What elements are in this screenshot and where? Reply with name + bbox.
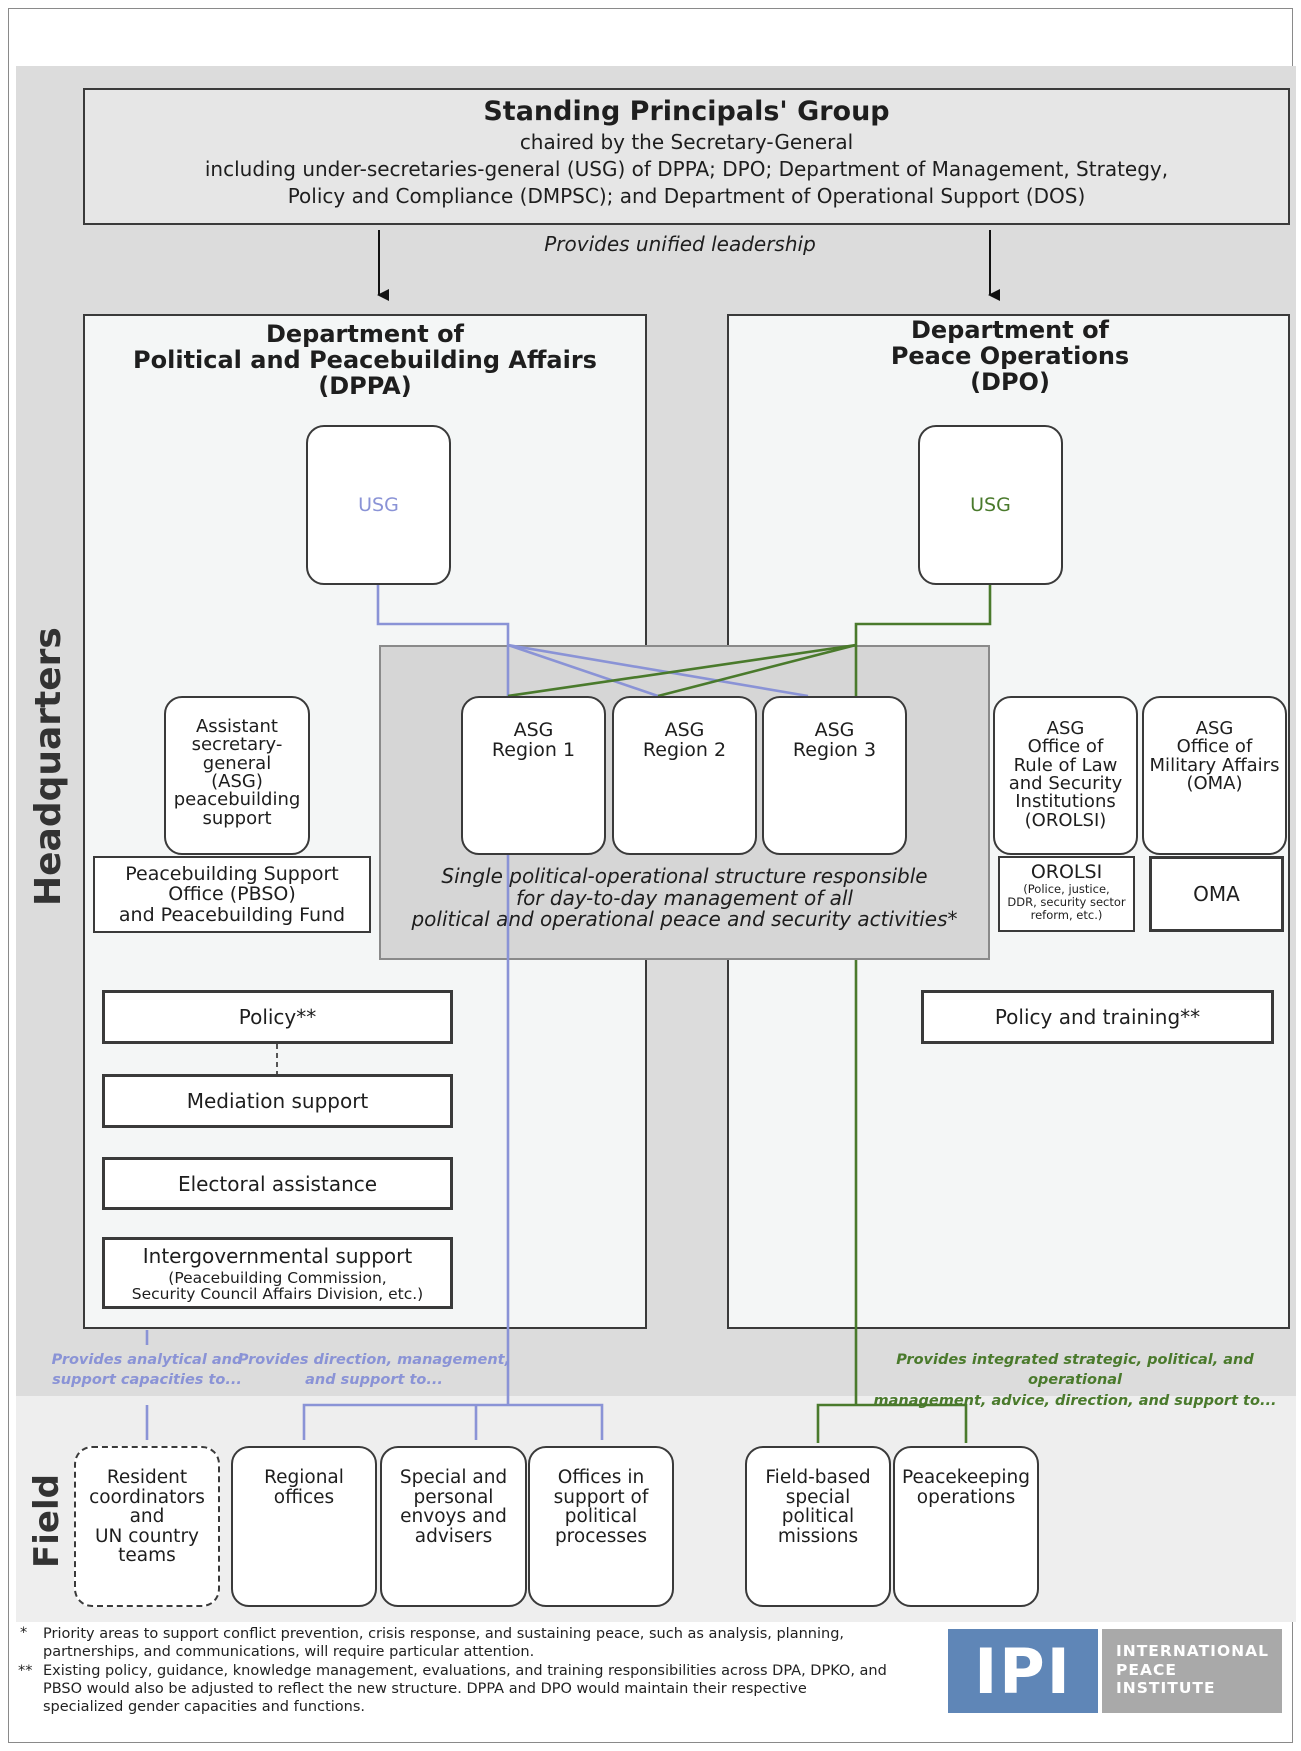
spg-title: Standing Principals' Group xyxy=(483,96,890,127)
spg-line3: Policy and Compliance (DMPSC); and Depar… xyxy=(287,184,1086,208)
footnote-2: Existing policy, guidance, knowledge man… xyxy=(43,1663,887,1716)
asg-region-1: ASG Region 1 xyxy=(461,696,606,855)
offices-political-processes-box: Offices in support of political processe… xyxy=(528,1446,674,1607)
asg-oma-label: ASG Office of Military Affairs (OMA) xyxy=(1149,718,1280,795)
electoral-assistance-box: Electoral assistance xyxy=(102,1157,453,1210)
asg-orolsi-box: ASG Office of Rule of Law and Security I… xyxy=(993,696,1138,855)
special-political-missions-box: Field-based special political missions xyxy=(745,1446,891,1607)
orolsi-box: OROLSI (Police, justice, DDR, security s… xyxy=(998,856,1135,932)
ipi-logo-line3: INSTITUTE xyxy=(1116,1679,1216,1698)
regional-offices-box: Regional offices xyxy=(231,1446,377,1607)
dppa-usg-box: USG xyxy=(306,425,451,585)
dpo-usg-label: USG xyxy=(970,494,1011,516)
mediation-support-box: Mediation support xyxy=(102,1074,453,1128)
provides-analytical-label: Provides analytical and support capaciti… xyxy=(51,1352,243,1389)
oma-label: OMA xyxy=(1193,882,1240,906)
shared-structure-caption: Single political-operational structure r… xyxy=(411,864,958,932)
special-political-missions-label: Field-based special political missions xyxy=(765,1467,871,1547)
oma-box: OMA xyxy=(1149,856,1284,932)
footnote-1: Priority areas to support conflict preve… xyxy=(43,1626,845,1661)
policy-box: Policy** xyxy=(102,990,453,1044)
footnote-2-mark: ** xyxy=(18,1663,33,1679)
policy-training-label: Policy and training** xyxy=(994,1005,1201,1029)
ipi-logo: IPI INTERNATIONAL PEACE INSTITUTE xyxy=(948,1629,1282,1713)
footnote-1-mark: * xyxy=(20,1625,28,1641)
offices-political-processes-label: Offices in support of political processe… xyxy=(553,1467,649,1547)
ipi-logo-line1: INTERNATIONAL xyxy=(1116,1642,1269,1660)
ipi-logo-wordmark: INTERNATIONAL PEACE INSTITUTE xyxy=(1102,1629,1282,1713)
asg-region-2-label: ASG Region 2 xyxy=(642,719,727,762)
ipi-logo-line2: PEACE xyxy=(1116,1660,1177,1679)
asg-region-3: ASG Region 3 xyxy=(762,696,907,855)
asg-region-2: ASG Region 2 xyxy=(612,696,757,855)
peacekeeping-operations-box: Peacekeeping operations xyxy=(893,1446,1039,1607)
asg-region-1-label: ASG Region 1 xyxy=(491,719,576,762)
unified-leadership-label: Provides unified leadership xyxy=(544,232,816,256)
policy-training-box: Policy and training** xyxy=(921,990,1274,1044)
dpo-lines xyxy=(507,585,992,1443)
peacekeeping-operations-label: Peacekeeping operations xyxy=(902,1467,1030,1508)
asg-oma-box: ASG Office of Military Affairs (OMA) xyxy=(1142,696,1287,855)
asg-peacebuilding-box: Assistant secretary- general (ASG) peace… xyxy=(164,696,310,855)
dppa-title: Department of Political and Peacebuildin… xyxy=(133,320,597,400)
electoral-assistance-label: Electoral assistance xyxy=(177,1171,378,1196)
special-envoys-label: Special and personal envoys and advisers xyxy=(399,1467,508,1547)
orolsi-sub: (Police, justice, DDR, security sector r… xyxy=(1007,882,1126,922)
orolsi-title: OROLSI xyxy=(1030,861,1103,883)
regional-offices-label: Regional offices xyxy=(264,1467,344,1508)
asg-orolsi-label: ASG Office of Rule of Law and Security I… xyxy=(1008,718,1123,831)
dppa-lines xyxy=(145,585,809,1440)
policy-label: Policy** xyxy=(238,1005,317,1029)
asg-peacebuilding-label: Assistant secretary- general (ASG) peace… xyxy=(173,716,301,829)
provides-direction-label: Provides direction, management, and supp… xyxy=(237,1352,511,1389)
resident-coordinators-box: Resident coordinators and UN country tea… xyxy=(74,1446,220,1607)
resident-coordinators-label: Resident coordinators and UN country tea… xyxy=(89,1467,205,1567)
mediation-support-label: Mediation support xyxy=(186,1089,369,1113)
intergovernmental-support-title: Intergovernmental support xyxy=(142,1244,413,1268)
provides-integrated-label: Provides integrated strategic, political… xyxy=(873,1352,1277,1409)
intergovernmental-support-box: Intergovernmental support (Peacebuilding… xyxy=(102,1237,453,1309)
asg-region-3-label: ASG Region 3 xyxy=(792,719,877,762)
standing-principals-group: Standing Principals' Group chaired by th… xyxy=(83,88,1290,225)
dppa-usg-label: USG xyxy=(358,494,399,516)
pbso-label: Peacebuilding Support Office (PBSO) and … xyxy=(118,863,346,926)
dpo-title: Department of Peace Operations (DPO) xyxy=(890,316,1130,396)
spg-line1: chaired by the Secretary-General xyxy=(519,130,854,154)
ipi-logo-mark: IPI xyxy=(948,1629,1098,1713)
pbso-box: Peacebuilding Support Office (PBSO) and … xyxy=(93,856,371,933)
intergovernmental-support-sub: (Peacebuilding Commission, Security Coun… xyxy=(131,1269,424,1304)
spg-line2: including under-secretaries-general (USG… xyxy=(204,157,1169,181)
dpo-usg-box: USG xyxy=(918,425,1063,585)
special-envoys-box: Special and personal envoys and advisers xyxy=(380,1446,527,1607)
